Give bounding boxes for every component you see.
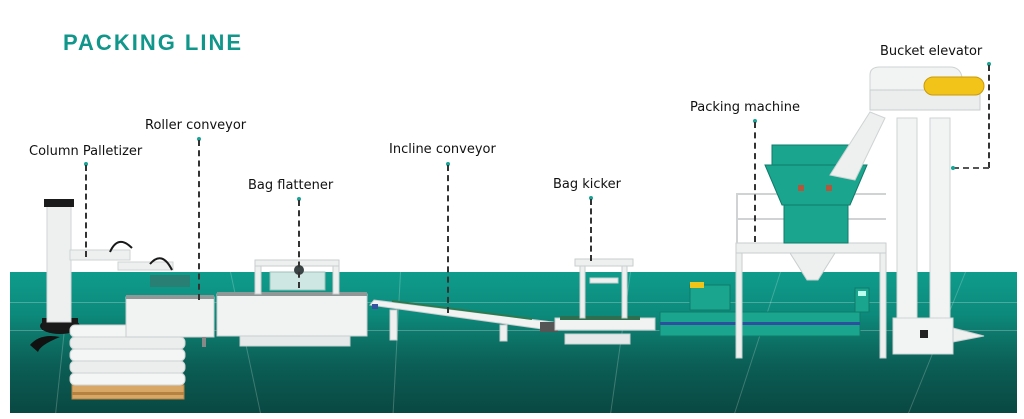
- bag-stack-on-pallet: [69, 324, 186, 400]
- palletizer-arm: [69, 249, 131, 261]
- palletizer-cables: [30, 336, 60, 352]
- label-packing-machine: Packing machine: [690, 100, 800, 115]
- leader-dot: [84, 162, 88, 166]
- leader-line-bucket-elevator: [988, 65, 990, 168]
- leader-line-column-palletizer: [85, 165, 87, 257]
- leader-dot: [446, 162, 450, 166]
- leader-dot: [753, 119, 757, 123]
- leader-line-bucket-elevator-horizontal: [953, 167, 989, 169]
- leader-dot: [297, 197, 301, 201]
- leader-line-packing-machine: [754, 122, 756, 242]
- leader-dot: [197, 137, 201, 141]
- label-bag-kicker: Bag kicker: [553, 177, 621, 192]
- bag-kicker-machine: [554, 258, 656, 345]
- bucket-elevator-machine: [829, 66, 985, 355]
- palletizer-top-cap: [44, 199, 74, 207]
- leader-dot: [589, 196, 593, 200]
- leader-dot: [951, 166, 955, 170]
- floor-reflection-line: [10, 330, 1017, 331]
- label-bucket-elevator: Bucket elevator: [880, 44, 983, 59]
- roller-conveyor-machine: [125, 295, 215, 347]
- bag-flattener-machine: [216, 259, 368, 347]
- label-incline-conveyor: Incline conveyor: [389, 142, 496, 157]
- packing-machine-unit: [659, 144, 887, 359]
- leader-line-bag-flattener: [298, 200, 300, 288]
- label-column-palletizer: Column Palletizer: [29, 144, 143, 159]
- label-roller-conveyor: Roller conveyor: [145, 118, 247, 133]
- page-title: PACKING LINE: [63, 30, 244, 55]
- leader-line-bag-kicker: [590, 199, 592, 261]
- incline-conveyor-machine: [369, 299, 558, 342]
- label-bag-flattener: Bag flattener: [248, 178, 334, 193]
- floor-reflection-line: [10, 302, 1017, 303]
- leader-line-incline-conveyor: [447, 165, 449, 313]
- elevator-yellow-cap: [923, 76, 985, 96]
- leader-line-roller-conveyor: [198, 140, 200, 300]
- leader-dot: [987, 62, 991, 66]
- palletizer-gripper: [150, 275, 190, 287]
- column-palletizer-machine: [30, 199, 190, 352]
